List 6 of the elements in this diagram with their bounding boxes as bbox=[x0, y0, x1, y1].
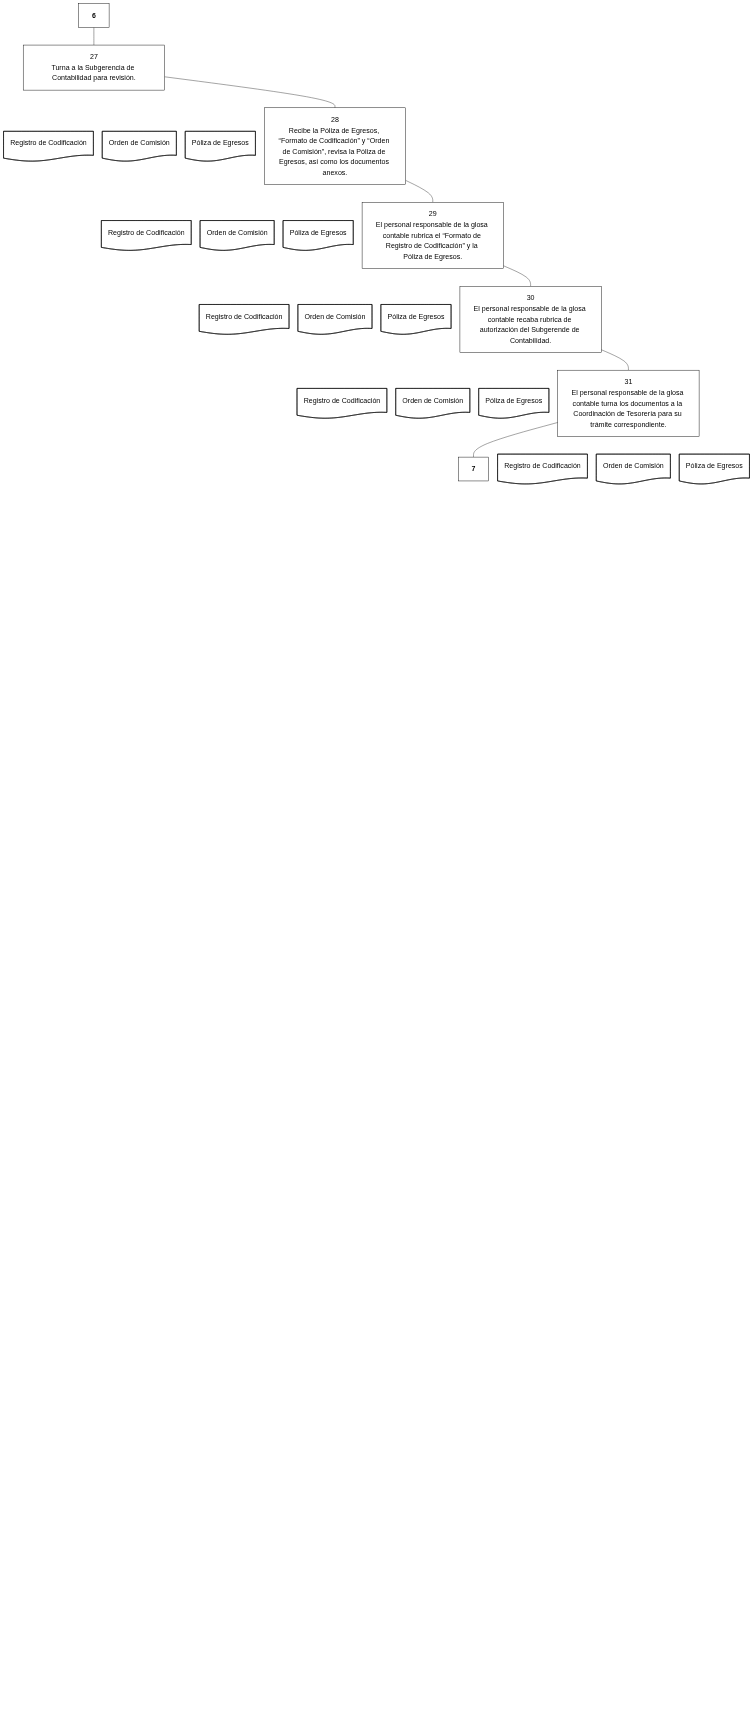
connector bbox=[164, 76, 336, 108]
connector bbox=[93, 27, 95, 46]
connector bbox=[601, 349, 629, 371]
connector bbox=[503, 265, 531, 287]
connector bbox=[473, 422, 558, 458]
connector bbox=[405, 180, 433, 203]
